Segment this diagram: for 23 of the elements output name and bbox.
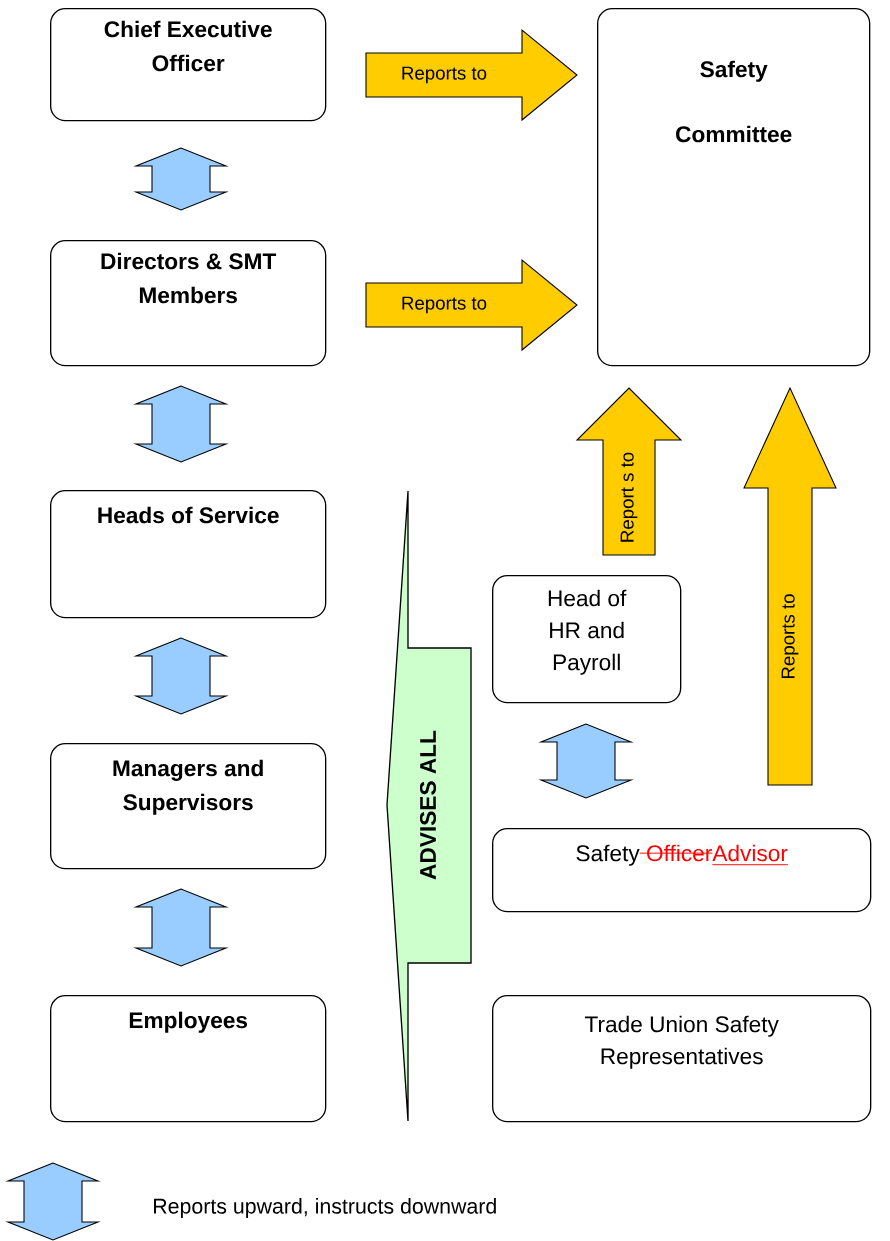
- double-arrow: [133, 147, 229, 211]
- edge-label: Report s to: [620, 452, 638, 542]
- rounded-box: Safety Committee: [597, 8, 871, 367]
- rounded-box: Employees: [50, 995, 327, 1123]
- rounded-box: Chief Executive Officer: [50, 8, 327, 122]
- edge-label: Reports to: [781, 594, 799, 679]
- block-arrow: [365, 28, 578, 122]
- block-arrow: [575, 387, 683, 556]
- rounded-box: Managers and Supervisors: [50, 743, 327, 870]
- block-arrow: [743, 386, 837, 786]
- edge-label: Reports to: [402, 66, 487, 84]
- rounded-box: Directors & SMT Members: [50, 240, 327, 367]
- edge-label: Reports to: [402, 296, 487, 314]
- double-arrow: [133, 385, 229, 463]
- block-arrow: [365, 258, 578, 352]
- legend-text: Reports upward, instructs downward: [154, 1198, 496, 1218]
- double-arrow: [133, 888, 229, 967]
- double-arrow: [133, 637, 229, 715]
- rounded-box: Head of HR and Payroll: [492, 575, 682, 704]
- rounded-box: Heads of Service: [50, 490, 327, 619]
- advice-banner: ADVISES ALL: [386, 490, 472, 1122]
- rounded-box: Trade Union Safety Representatives: [492, 995, 872, 1123]
- double-arrow: [538, 723, 634, 799]
